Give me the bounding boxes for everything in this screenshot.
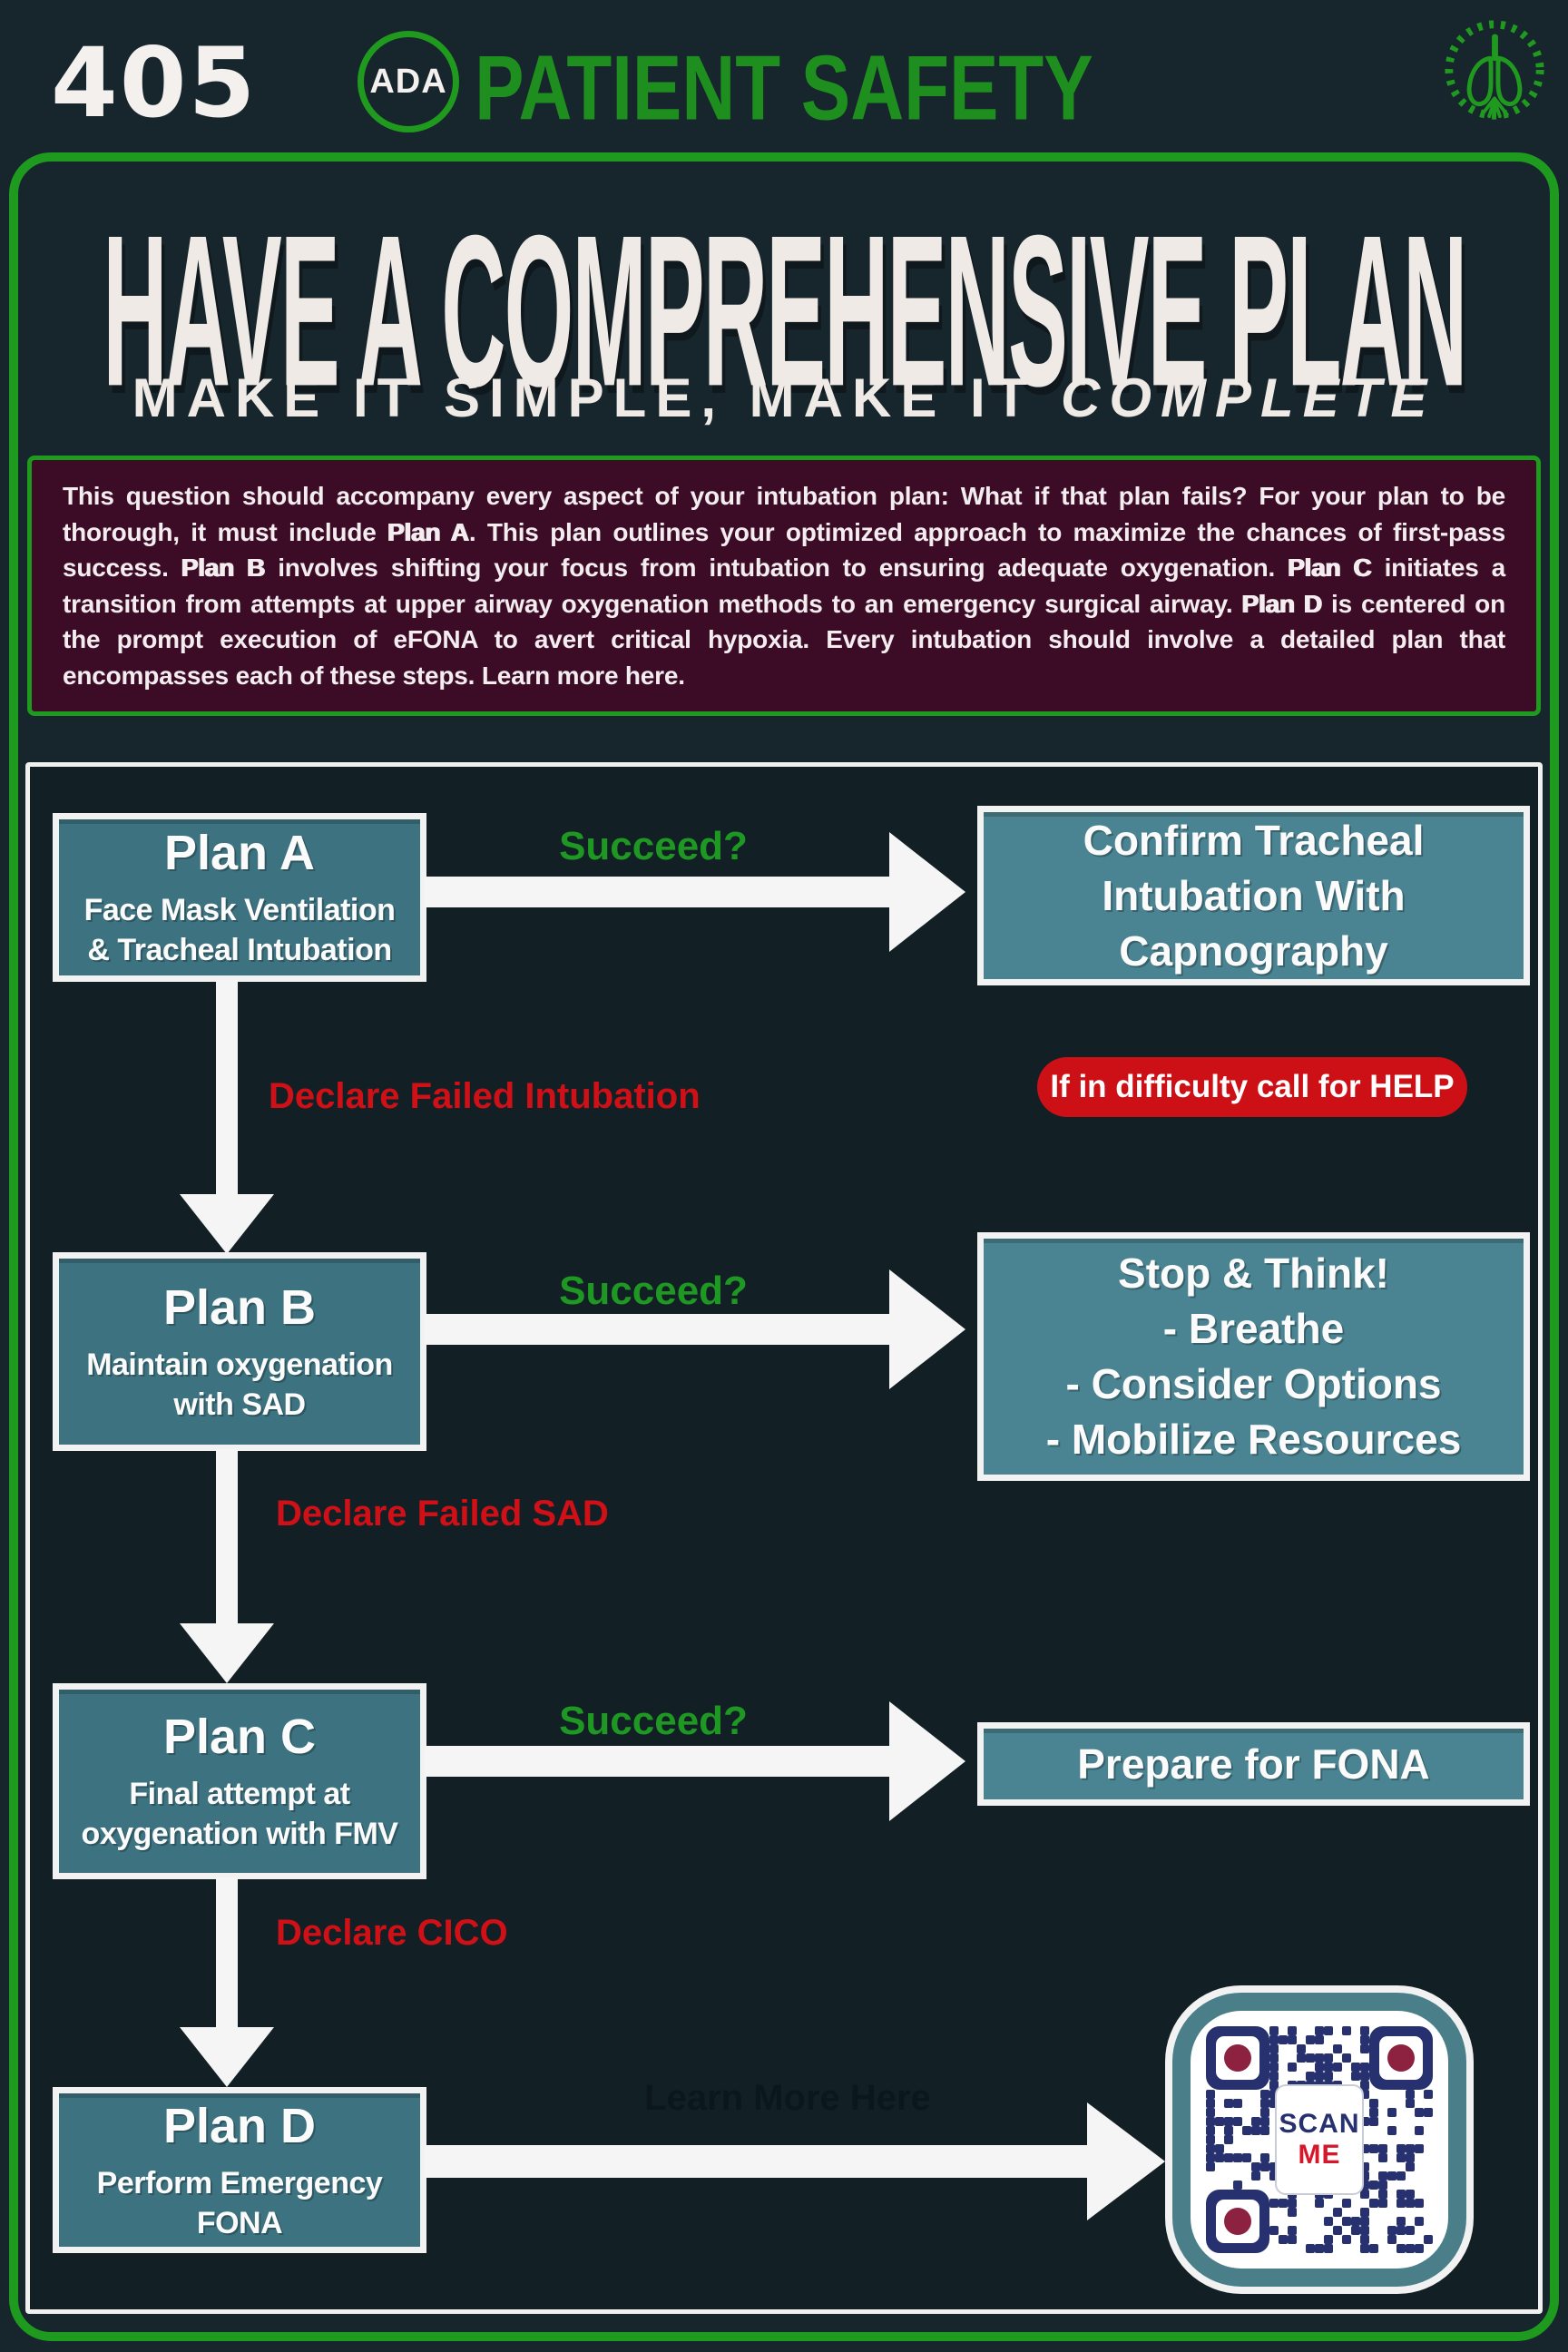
arrow-b-shaft (425, 1314, 889, 1345)
plan-d-subtitle: Perform Emergency FONA (96, 2165, 383, 2240)
plan-c-box: Plan C Final attempt at oxygenation with… (53, 1683, 426, 1879)
arrow-d-shaft (425, 2145, 1087, 2178)
poster-subtitle-italic: COMPLETE (1061, 368, 1436, 428)
plan-c-subtitle: Final attempt at oxygenation with FMV (81, 1777, 398, 1851)
qr-modules (1206, 2026, 1433, 2253)
plan-b-title: Plan B (162, 1279, 317, 1335)
succeed-label-b: Succeed? (559, 1269, 748, 1313)
plan-b-box: Plan B Maintain oxygenation with SAD (53, 1252, 426, 1451)
qr-scan-text: SCAN (1279, 2109, 1360, 2139)
plan-d-box: Plan D Perform Emergency FONA (53, 2087, 426, 2253)
qr-code-inner: SCAN ME (1191, 2011, 1448, 2269)
prepare-for-fona-box: Prepare for FONA (977, 1722, 1530, 1806)
declare-failed-intubation-label: Declare Failed Intubation (269, 1076, 701, 1116)
intro-paragraph: This question should accompany every asp… (27, 456, 1541, 716)
learn-more-label: Learn More Here (644, 2078, 931, 2118)
qr-me-text: ME (1298, 2140, 1341, 2170)
arrow-a-down-head (180, 1194, 274, 1254)
ada-logo-badge: ADA (358, 31, 459, 132)
qr-code: SCAN ME (1165, 1985, 1474, 2294)
confirm-intubation-box: Confirm Tracheal Intubation With Capnogr… (977, 806, 1530, 985)
plan-a-title: Plan A (163, 826, 316, 880)
arrow-b-down-head (180, 1623, 274, 1683)
arrow-c-head (889, 1701, 965, 1821)
arrow-d-head (1087, 2102, 1168, 2220)
plan-b-subtitle: Maintain oxygenation with SAD (86, 1347, 393, 1422)
declare-failed-sad-label: Declare Failed SAD (276, 1494, 609, 1534)
arrow-a-shaft (425, 877, 889, 907)
succeed-label-c: Succeed? (559, 1699, 748, 1743)
ada-logo-label: ADA (369, 62, 447, 101)
plan-a-subtitle: Face Mask Ventilation & Tracheal Intubat… (83, 893, 396, 967)
succeed-label-a: Succeed? (559, 824, 748, 868)
poster-border (9, 152, 1559, 2341)
arrow-a-down-shaft (216, 980, 238, 1196)
plan-d-title: Plan D (162, 2098, 317, 2153)
arrow-b-down-shaft (216, 1449, 238, 1625)
poster-subtitle: MAKE IT SIMPLE, MAKE IT COMPLETE (132, 368, 1436, 428)
arrow-c-down-shaft (216, 1877, 238, 2029)
lung-emblem-icon (1441, 16, 1548, 128)
help-note-pill: If in difficulty call for HELP (1037, 1057, 1467, 1117)
issue-number: 405 (51, 27, 258, 139)
qr-scan-me-label: SCAN ME (1275, 2084, 1364, 2195)
plan-a-box: Plan A Face Mask Ventilation & Tracheal … (53, 813, 426, 982)
arrow-c-down-head (180, 2027, 274, 2087)
poster-title: HAVE A COMPREHENSIVE PLAN (102, 191, 1467, 432)
stop-and-think-box: Stop & Think! - Breathe - Consider Optio… (977, 1232, 1530, 1481)
arrow-a-head (889, 832, 965, 952)
arrow-c-shaft (425, 1746, 889, 1777)
plan-c-title: Plan C (162, 1710, 317, 1764)
arrow-b-head (889, 1269, 965, 1389)
declare-cico-label: Declare CICO (276, 1913, 508, 1953)
series-title: PATIENT SAFETY (475, 37, 1093, 140)
